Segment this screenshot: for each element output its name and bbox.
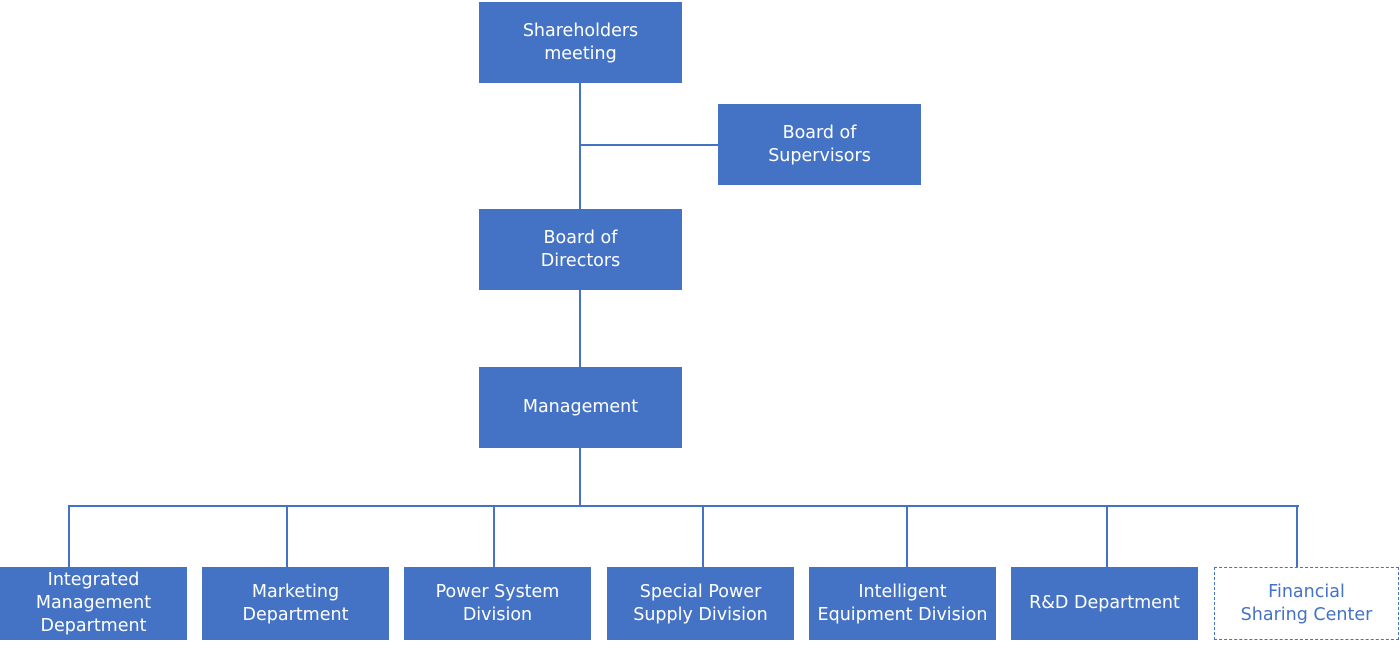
department-bus bbox=[68, 505, 1299, 507]
node-label: Integrated Management Department bbox=[35, 570, 152, 636]
node-intelligent-equipment-division: Intelligent Equipment Division bbox=[809, 567, 996, 640]
connector-dept-5 bbox=[906, 505, 908, 567]
node-label: Shareholders meeting bbox=[522, 20, 639, 64]
connector-dept-7 bbox=[1296, 505, 1298, 567]
node-power-system-division: Power System Division bbox=[404, 567, 591, 640]
node-financial-sharing-center: Financial Sharing Center bbox=[1214, 567, 1399, 640]
node-label: Power System Division bbox=[435, 581, 560, 625]
connector-management-bus bbox=[579, 447, 581, 506]
connector-dept-2 bbox=[286, 505, 288, 567]
connector-dept-4 bbox=[702, 505, 704, 567]
node-shareholders-meeting: Shareholders meeting bbox=[479, 2, 682, 83]
node-label: Marketing Department bbox=[242, 581, 349, 625]
node-board-of-directors: Board of Directors bbox=[479, 209, 682, 290]
node-integrated-management-department: Integrated Management Department bbox=[0, 567, 187, 640]
node-label: Special Power Supply Division bbox=[633, 581, 768, 625]
node-label: R&D Department bbox=[1029, 593, 1180, 613]
connector-dept-6 bbox=[1106, 505, 1108, 567]
connector-shareholders-directors bbox=[579, 82, 581, 209]
node-label: Financial Sharing Center bbox=[1240, 581, 1373, 625]
node-label: Board of Directors bbox=[540, 227, 621, 271]
connector-dept-1 bbox=[68, 505, 70, 567]
connector-supervisors bbox=[579, 144, 719, 146]
node-management: Management bbox=[479, 367, 682, 448]
connector-directors-management bbox=[579, 289, 581, 367]
node-label: Intelligent Equipment Division bbox=[817, 581, 988, 625]
node-rd-department: R&D Department bbox=[1011, 567, 1198, 640]
node-label: Management bbox=[522, 397, 639, 417]
connector-dept-3 bbox=[493, 505, 495, 567]
node-special-power-supply-division: Special Power Supply Division bbox=[607, 567, 794, 640]
node-board-of-supervisors: Board of Supervisors bbox=[718, 104, 921, 185]
node-label: Board of Supervisors bbox=[768, 122, 871, 166]
node-marketing-department: Marketing Department bbox=[202, 567, 389, 640]
